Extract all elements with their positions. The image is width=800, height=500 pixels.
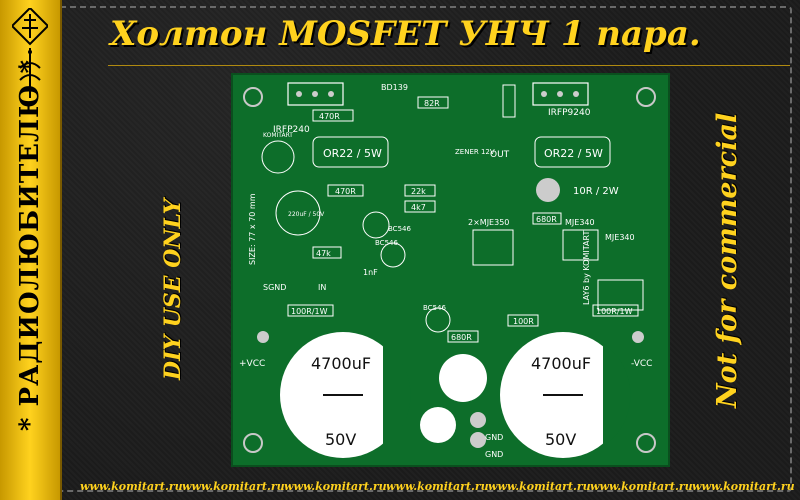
diy-use-only-label: DIY USE ONLY [160,198,186,380]
resistor-label: OR22 / 5W [323,147,382,160]
cap-label: 1nF [363,268,378,277]
resistor-label: 100R/1W [596,307,633,316]
cap-voltage-label: 50V [545,430,576,449]
label-gnd: GND [485,433,503,442]
side-label: * РАДИОЛЮБИТЕЛЮ * [10,35,50,455]
title-divider [108,65,790,66]
footer-link[interactable]: www.komitart.ru [80,480,183,493]
label-bc546: BC546 [375,239,398,247]
resistor-label: 22k [411,187,426,196]
resistor-label: 100R [513,317,534,326]
label-bc546: BC546 [388,225,411,233]
resistor-label: 470R [319,112,340,121]
label-2mje350: 2×MJE350 [468,218,509,227]
cap-label: 220uF / 50V [288,211,325,218]
resistor-label: 680R [451,333,472,342]
footer-link[interactable]: www.komitart.ru [590,480,693,493]
side-banner: * РАДИОЛЮБИТЕЛЮ * [0,0,62,500]
resistor-label: 82R [424,99,440,108]
star-left: * [15,416,45,432]
resistor-label: OR22 / 5W [544,147,603,160]
resistor-label: 470R [335,187,356,196]
page-title: Холтон MOSFET УНЧ 1 пара. [110,14,701,54]
label-out: OUT [490,150,510,160]
label-plus-vcc: +VCC [239,359,265,369]
cap-value-label: 4700uF [531,354,591,373]
cap-voltage-label: 50V [325,430,356,449]
antenna-logo-icon [12,8,48,98]
label-mje340: MJE340 [565,218,595,227]
label-layout: LAY6 by KOMITART [582,231,591,305]
footer-link[interactable]: www.komitart.ru [386,480,489,493]
label-irfp9240: IRFP9240 [548,108,591,118]
resistor-label: 100R/1W [291,307,328,316]
label-bd139: BD139 [381,83,408,92]
side-label-text: РАДИОЛЮБИТЕЛЮ [15,83,45,407]
label-size: SIZE: 77 x 70 mm [248,193,257,265]
label-zener: ZENER 12V [455,148,495,156]
brand-ring-label: KOMITART [263,132,293,139]
pcb-silkscreen: IRFP240 BD139 IRFP9240 470R 82R OR22 / 5… [239,82,656,459]
resistor-label: 4k7 [411,203,426,212]
resistor-label: 680R [536,215,557,224]
label-sgnd: SGND [263,283,286,292]
label-irfp240: IRFP240 [273,125,310,135]
cap-value-label: 4700uF [311,354,371,373]
resistor-label: 10R / 2W [573,186,619,197]
footer-link[interactable]: www.komitart.ru [284,480,387,493]
footer-link[interactable]: www.komitart.ru [488,480,591,493]
footer-link[interactable]: www.komitart.ru [692,480,795,493]
resistor-label: 47k [316,249,331,258]
label-mje340: MJE340 [605,233,635,242]
label-minus-vcc: -VCC [631,359,652,369]
label-gnd: GND [485,450,503,459]
not-for-commercial-label: Not for commercial [712,112,743,408]
star-right: * [15,58,45,74]
label-in: IN [318,283,326,292]
pcb-board: IRFP240 BD139 IRFP9240 470R 82R OR22 / 5… [233,75,668,465]
label-bc546: BC546 [423,304,446,312]
footer-link[interactable]: www.komitart.ru [182,480,285,493]
